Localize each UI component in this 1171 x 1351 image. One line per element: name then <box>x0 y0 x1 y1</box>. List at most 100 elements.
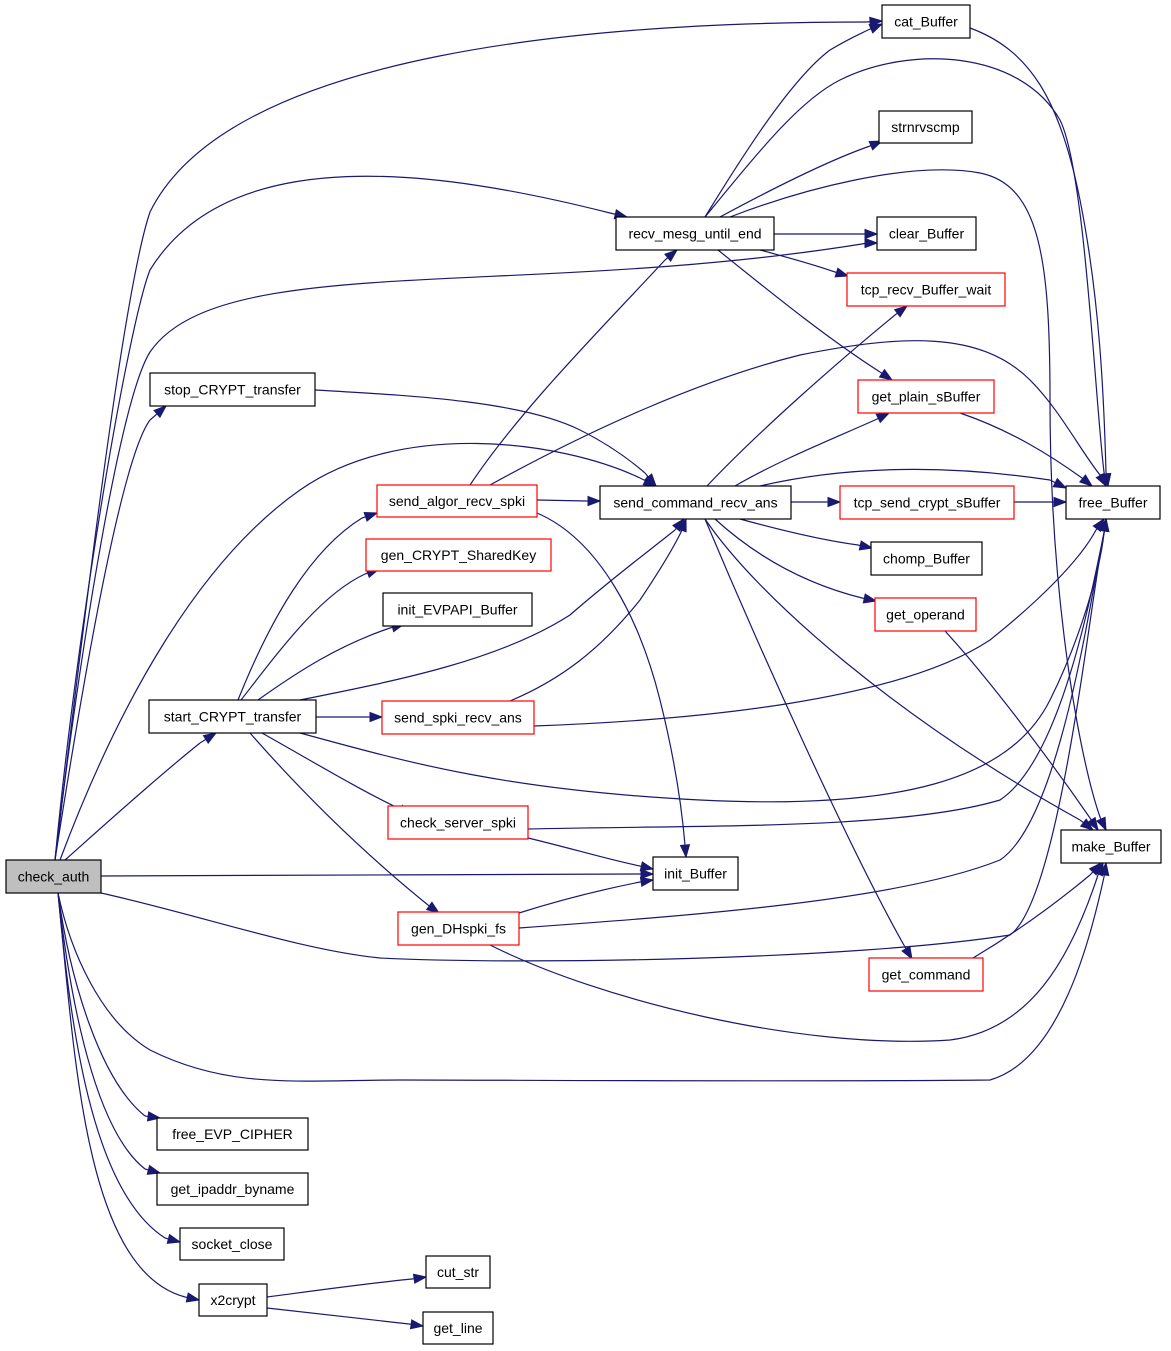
node-box[interactable] <box>881 4 971 39</box>
node-free_Buffer[interactable]: free_Buffer <box>1065 485 1161 520</box>
edge-line <box>527 532 1105 830</box>
edge-line <box>57 892 146 1170</box>
node-get_command[interactable]: get_command <box>868 957 984 992</box>
node-free_EVP_CIPHER[interactable]: free_EVP_CIPHER <box>156 1117 309 1151</box>
node-label: init_EVPAPI_Buffer <box>397 602 517 618</box>
arrowhead-icon <box>639 876 655 888</box>
node-box[interactable] <box>425 1255 491 1289</box>
node-box[interactable] <box>652 856 739 891</box>
node-init_Buffer[interactable]: init_Buffer <box>652 856 739 891</box>
arrowhead-icon <box>587 495 602 507</box>
arrowhead-icon <box>676 517 687 533</box>
node-get_operand[interactable]: get_operand <box>874 597 977 632</box>
node-box[interactable] <box>615 216 775 251</box>
node-stop_CRYPT_transfer[interactable]: stop_CRYPT_transfer <box>149 372 316 407</box>
edge-check_auth-to-x2crypt <box>57 892 201 1303</box>
arrowhead-icon <box>827 496 842 508</box>
node-check_auth[interactable]: check_auth <box>5 859 102 894</box>
node-send_spki_recv_ans[interactable]: send_spki_recv_ans <box>381 700 535 735</box>
node-get_plain_sBuffer[interactable]: get_plain_sBuffer <box>857 379 995 414</box>
node-box[interactable] <box>839 485 1015 520</box>
node-send_algor_recv_spki[interactable]: send_algor_recv_spki <box>376 484 538 518</box>
edge-send_command_recv_ans-to-get_command <box>704 518 913 961</box>
node-box[interactable] <box>868 957 984 992</box>
arrowhead-icon <box>1099 517 1110 533</box>
node-box[interactable] <box>1060 829 1162 864</box>
edge-line <box>972 874 1091 959</box>
edge-line <box>527 837 641 867</box>
node-box[interactable] <box>156 1117 309 1151</box>
node-box[interactable] <box>878 110 973 144</box>
edge-line <box>489 340 1101 486</box>
arrowhead-icon <box>834 267 850 278</box>
node-box[interactable] <box>198 1283 268 1317</box>
node-box[interactable] <box>874 597 977 632</box>
edge-tail <box>874 417 879 421</box>
arrowhead-icon <box>664 249 679 263</box>
arrowhead-icon <box>864 237 879 249</box>
edge-get_plain_sBuffer-to-free_Buffer <box>959 412 1094 487</box>
node-box[interactable] <box>179 1227 285 1261</box>
arrowhead-icon <box>153 405 168 419</box>
node-tcp_recv_Buffer_wait[interactable]: tcp_recv_Buffer_wait <box>846 272 1006 307</box>
edge-line <box>299 529 676 701</box>
edge-tail <box>1049 479 1056 484</box>
edge-get_operand-to-make_Buffer <box>944 630 1099 832</box>
edge-line <box>704 518 906 948</box>
node-cut_str[interactable]: cut_str <box>425 1255 491 1289</box>
node-send_command_recv_ans[interactable]: send_command_recv_ans <box>599 485 792 520</box>
arrowhead-icon <box>1096 816 1107 832</box>
node-check_server_spki[interactable]: check_server_spki <box>387 805 529 840</box>
edge-line <box>717 249 881 373</box>
node-box[interactable] <box>599 485 792 520</box>
node-box[interactable] <box>376 484 538 518</box>
edge-tail <box>199 738 207 744</box>
edge-recv_mesg_until_end-to-get_plain_sBuffer <box>717 249 894 381</box>
node-box[interactable] <box>148 699 317 734</box>
node-chomp_Buffer[interactable]: chomp_Buffer <box>870 541 983 576</box>
edge-line <box>299 532 1105 803</box>
edge-send_command_recv_ans-to-chomp_Buffer <box>739 518 874 551</box>
edge-check_auth-to-stop_CRYPT_transfer <box>54 405 168 861</box>
node-recv_mesg_until_end[interactable]: recv_mesg_until_end <box>615 216 775 251</box>
edge-line <box>518 532 1105 929</box>
node-strnrvscmp[interactable]: strnrvscmp <box>878 110 973 144</box>
arrowhead-icon <box>640 868 655 880</box>
node-box[interactable] <box>5 859 102 894</box>
node-box[interactable] <box>397 911 520 946</box>
node-box[interactable] <box>857 379 995 414</box>
edge-line <box>533 529 1097 727</box>
node-box[interactable] <box>422 1311 494 1345</box>
node-box[interactable] <box>381 700 535 735</box>
node-box[interactable] <box>365 538 552 572</box>
node-get_ipaddr_byname[interactable]: get_ipaddr_byname <box>156 1172 309 1206</box>
edge-send_algor_recv_spki-to-free_Buffer <box>489 340 1107 488</box>
edge-start_CRYPT_transfer-to-init_EVPAPI_Buffer <box>257 622 406 701</box>
node-gen_CRYPT_SharedKey[interactable]: gen_CRYPT_SharedKey <box>365 538 552 572</box>
node-make_Buffer[interactable]: make_Buffer <box>1060 829 1162 864</box>
edge-check_auth-to-free_EVP_CIPHER <box>57 892 162 1122</box>
node-x2crypt[interactable]: x2crypt <box>198 1283 268 1317</box>
node-get_line[interactable]: get_line <box>422 1311 494 1345</box>
node-box[interactable] <box>149 372 316 407</box>
node-box[interactable] <box>156 1172 309 1206</box>
edge-line <box>100 532 1105 962</box>
node-box[interactable] <box>1065 485 1161 520</box>
edge-tcp_send_crypt_sBuffer-to-free_Buffer <box>1014 496 1068 508</box>
node-box[interactable] <box>382 592 533 627</box>
node-start_CRYPT_transfer[interactable]: start_CRYPT_transfer <box>148 699 317 734</box>
node-clear_Buffer[interactable]: clear_Buffer <box>876 216 977 251</box>
edge-send_command_recv_ans-to-free_Buffer <box>759 468 1068 489</box>
node-box[interactable] <box>876 216 977 251</box>
node-init_EVPAPI_Buffer[interactable]: init_EVPAPI_Buffer <box>382 592 533 627</box>
node-gen_DHspki_fs[interactable]: gen_DHspki_fs <box>397 911 520 946</box>
edge-line <box>704 29 869 218</box>
node-tcp_send_crypt_sBuffer[interactable]: tcp_send_crypt_sBuffer <box>839 485 1015 520</box>
node-box[interactable] <box>870 541 983 576</box>
node-socket_close[interactable]: socket_close <box>179 1227 285 1261</box>
node-box[interactable] <box>387 805 529 840</box>
node-box[interactable] <box>846 272 1006 307</box>
edge-line <box>249 732 429 906</box>
node-label: send_algor_recv_spki <box>389 493 525 509</box>
node-cat_Buffer[interactable]: cat_Buffer <box>881 4 971 39</box>
